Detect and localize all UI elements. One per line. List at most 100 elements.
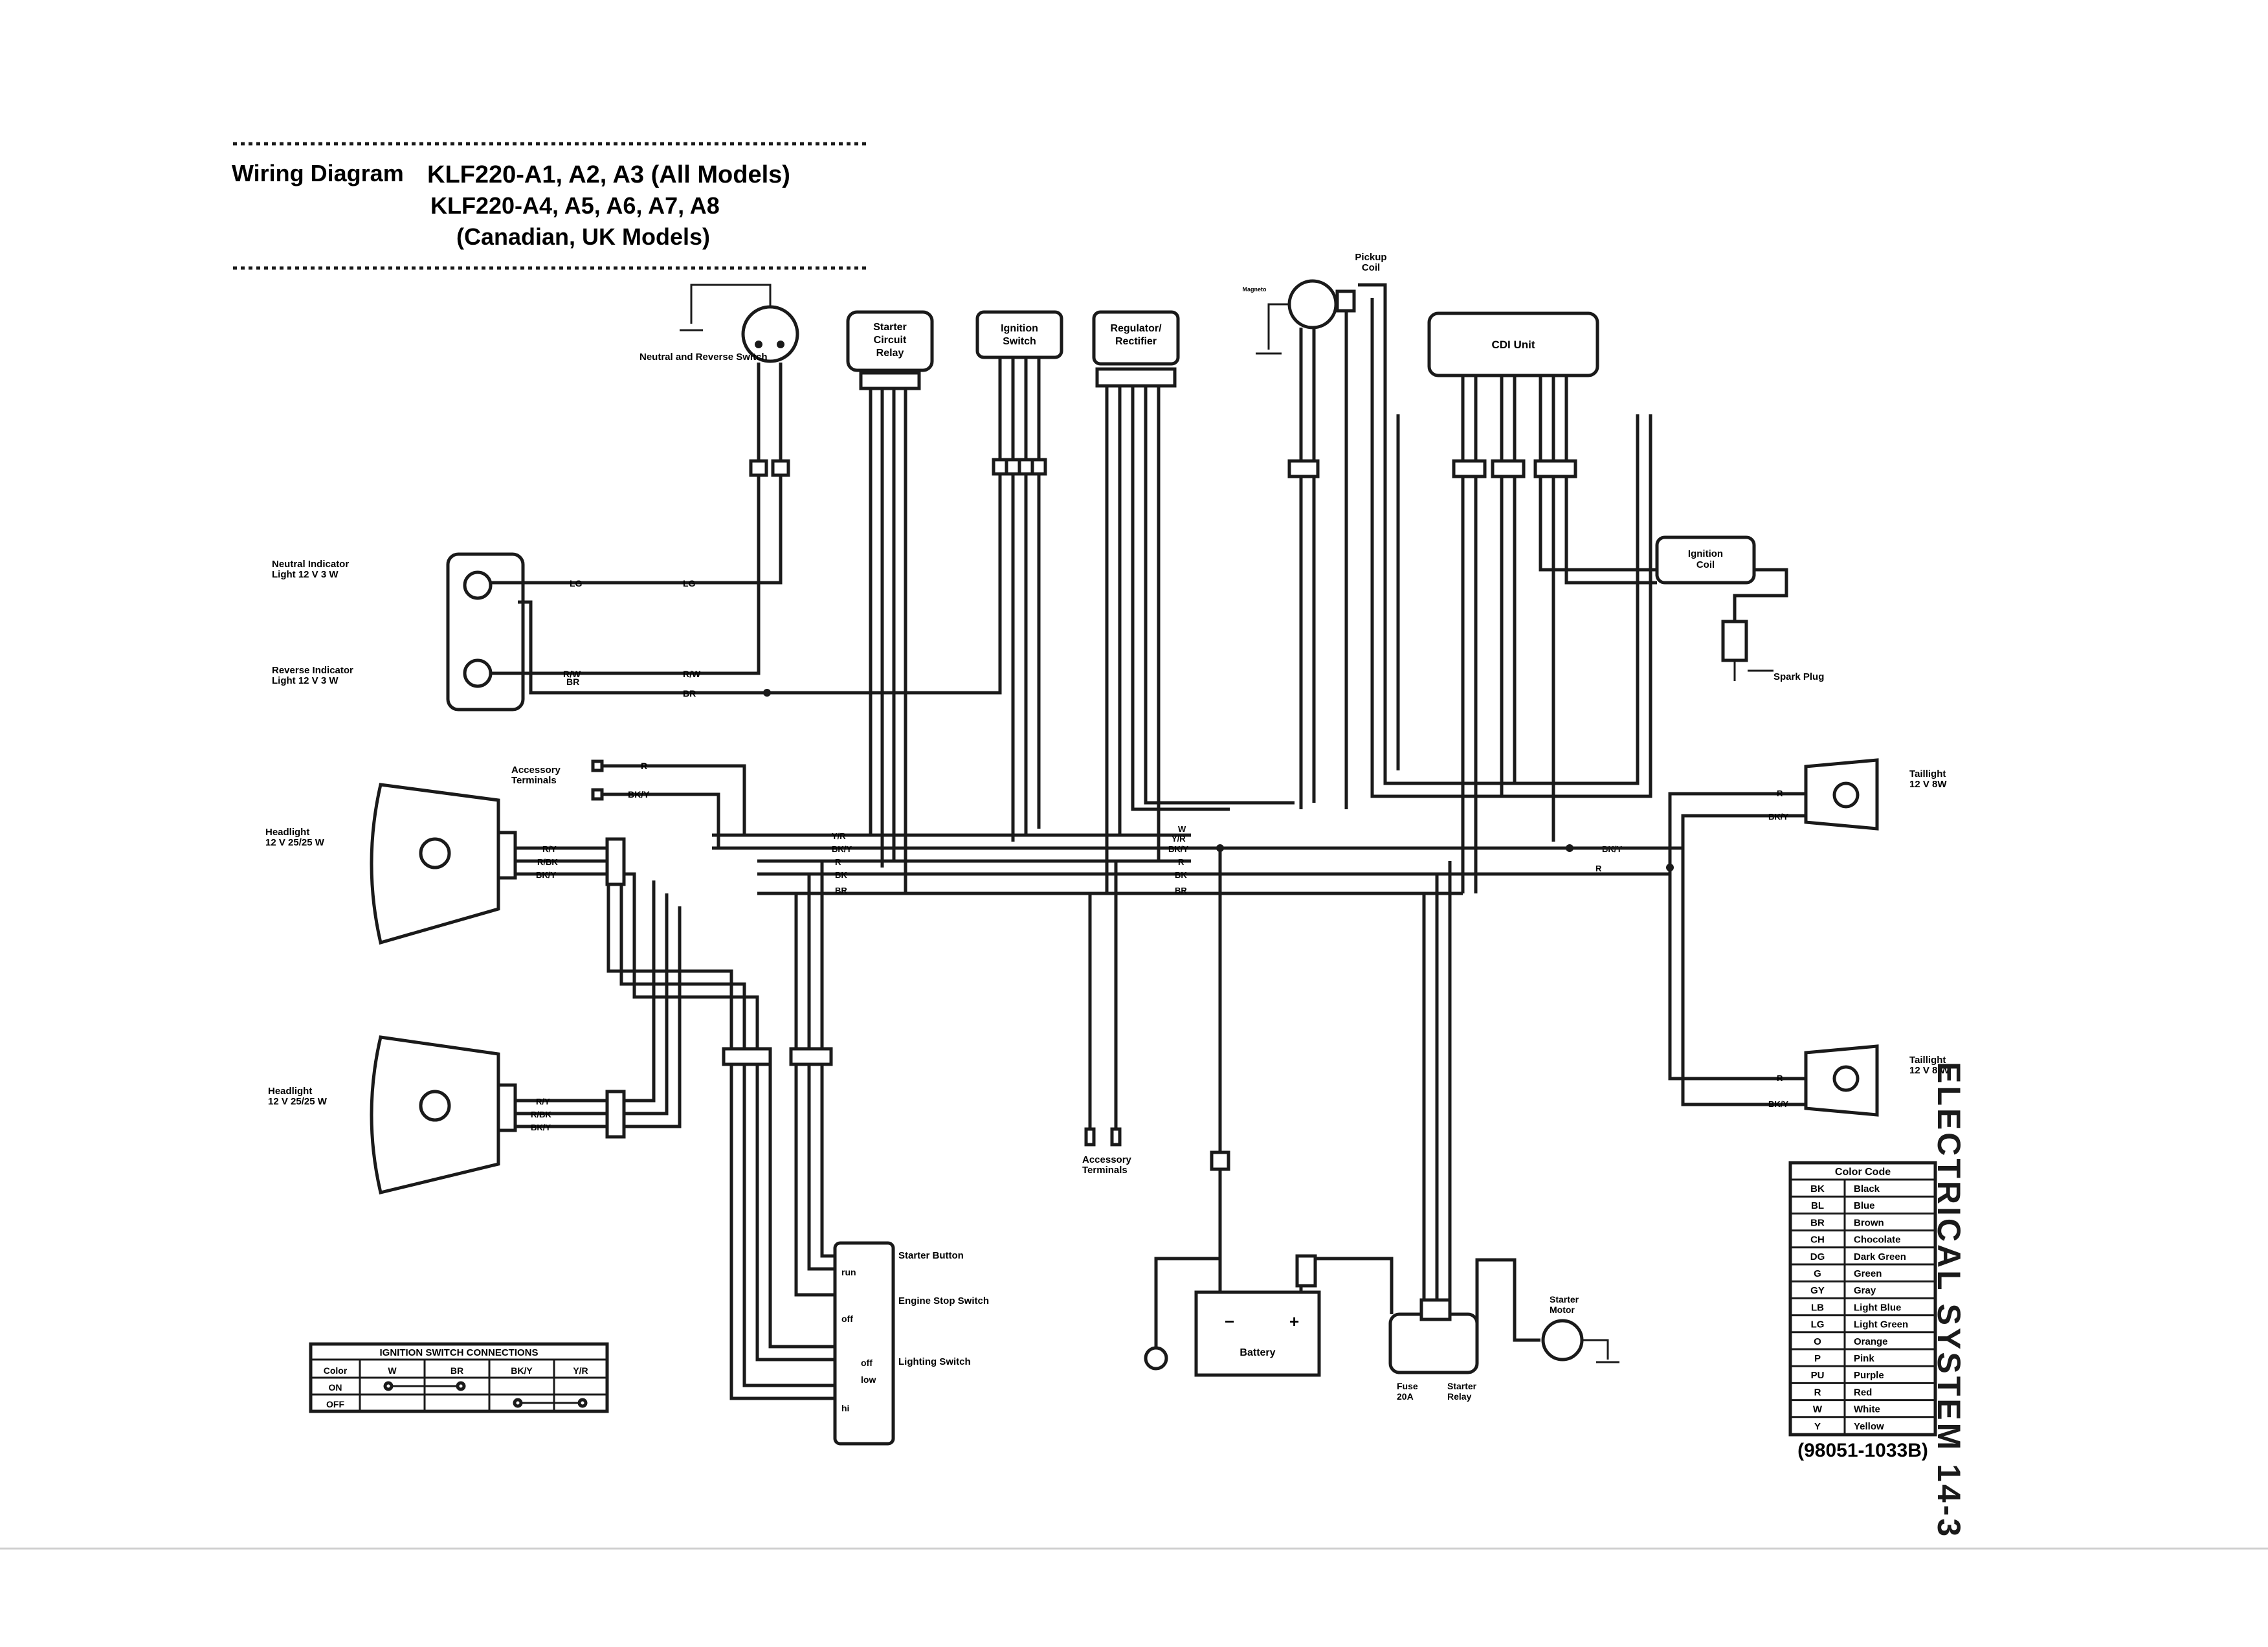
neutral-indicator-label-2: Light 12 V 3 W xyxy=(272,569,339,580)
reg-label-1: Regulator/ xyxy=(1110,323,1162,334)
battery-label: Battery xyxy=(1240,1347,1275,1358)
color-code-abbr: P xyxy=(1814,1353,1821,1364)
color-code-abbr: BL xyxy=(1811,1200,1824,1211)
magneto-label: Magneto xyxy=(1243,286,1267,293)
svg-text:R: R xyxy=(1777,789,1783,798)
taillight-upper-label-2: 12 V 8W xyxy=(1909,779,1947,790)
color-code-name: Light Blue xyxy=(1854,1302,1901,1313)
starter-relay-label-1: Starter xyxy=(1447,1381,1477,1391)
cdi-label: CDI Unit xyxy=(1491,339,1535,351)
svg-text:W: W xyxy=(388,1365,397,1376)
svg-text:LG: LG xyxy=(683,578,696,588)
svg-text:BK/Y: BK/Y xyxy=(1168,844,1188,854)
regulator-rectifier: Regulator/ Rectifier xyxy=(1092,310,1295,893)
spark-plug-label: Spark Plug xyxy=(1773,671,1824,682)
svg-text:R/BK: R/BK xyxy=(531,1110,551,1119)
title-line3: (Canadian, UK Models) xyxy=(456,223,710,250)
taillight-upper-label-1: Taillight xyxy=(1909,768,1946,779)
title-line1: KLF220-A1, A2, A3 (All Models) xyxy=(427,161,790,188)
svg-text:OFF: OFF xyxy=(326,1399,344,1409)
color-code-abbr: PU xyxy=(1811,1370,1825,1381)
color-code-name: Blue xyxy=(1854,1200,1875,1211)
color-code-name: Purple xyxy=(1854,1370,1884,1381)
acc-top-label-1: Accessory xyxy=(511,765,561,776)
svg-text:R/W: R/W xyxy=(563,669,581,679)
title-line2: KLF220-A4, A5, A6, A7, A8 xyxy=(430,192,720,219)
svg-text:BR: BR xyxy=(1175,886,1187,895)
starter-button-label: Starter Button xyxy=(898,1250,964,1261)
svg-text:R/Y: R/Y xyxy=(542,844,557,854)
ign-coil-label-1: Ignition xyxy=(1688,548,1723,559)
color-code-abbr: W xyxy=(1813,1404,1823,1415)
reverse-indicator-label-2: Light 12 V 3 W xyxy=(272,675,339,686)
color-code-name: Green xyxy=(1854,1268,1882,1279)
color-code-abbr: G xyxy=(1814,1268,1821,1279)
handlebar-harness: run off off low hi Starter Button Engine… xyxy=(722,861,989,1446)
color-code-abbr: DG xyxy=(1810,1251,1825,1262)
reg-label-2: Rectifier xyxy=(1115,336,1157,347)
headlight-upper-label-2: 12 V 25/25 W xyxy=(265,837,325,848)
headlight-lower-label-1: Headlight xyxy=(268,1086,312,1097)
svg-text:R/BK: R/BK xyxy=(537,857,558,867)
svg-text:BK/Y: BK/Y xyxy=(1768,812,1788,822)
color-code-name: Dark Green xyxy=(1854,1251,1906,1262)
ignition-coil: Ignition Coil Spark Plug xyxy=(1655,535,1824,682)
taillights: Taillight 12 V 8W R BK/Y Taillight 12 V … xyxy=(1592,758,1950,1117)
svg-text:Color: Color xyxy=(324,1365,348,1376)
color-code-name: Black xyxy=(1854,1183,1880,1194)
indicator-lights: Neutral Indicator Light 12 V 3 W Reverse… xyxy=(272,552,1000,711)
svg-text:R: R xyxy=(1595,864,1602,873)
svg-text:R: R xyxy=(1777,1073,1783,1083)
starter-motor-label-2: Motor xyxy=(1550,1305,1575,1315)
svg-text:BK: BK xyxy=(1175,870,1187,880)
starter-circuit-relay: Starter Circuit Relay xyxy=(846,310,934,893)
low-label: low xyxy=(861,1374,876,1385)
color-code-name: Yellow xyxy=(1854,1421,1884,1432)
hi-label: hi xyxy=(841,1403,849,1413)
color-code-title: Color Code xyxy=(1835,1167,1891,1178)
neutral-switch-label: Neutral and Reverse Switch xyxy=(639,352,768,363)
svg-text:Y/R: Y/R xyxy=(573,1365,588,1376)
magneto-pickup: Pickup Coil Magneto xyxy=(1243,252,1652,809)
fuse-label-1: Fuse xyxy=(1397,1381,1418,1391)
ignition-switch: Ignition Switch xyxy=(764,310,1063,842)
color-code-name: Pink xyxy=(1854,1353,1874,1364)
neutral-reverse-switch: Neutral and Reverse Switch xyxy=(531,284,799,675)
color-code-abbr: BK xyxy=(1810,1183,1825,1194)
headlights: Headlight 12 V 25/25 W R/Y R/BK BK/Y Hea… xyxy=(265,783,759,1195)
cdi-unit: CDI Unit xyxy=(1427,311,1657,893)
svg-text:LG: LG xyxy=(570,578,583,588)
svg-text:BK/Y: BK/Y xyxy=(531,1123,551,1132)
color-code-name: Chocolate xyxy=(1854,1235,1901,1246)
starter-relay-label-2: Relay xyxy=(1447,1391,1472,1402)
ign-table-title: IGNITION SWITCH CONNECTIONS xyxy=(380,1347,539,1358)
part-number: (98051-1033B) xyxy=(1797,1440,1928,1461)
taillight-lower-label-2: 12 V 8 W xyxy=(1909,1065,1950,1076)
starter-motor-label-1: Starter xyxy=(1550,1294,1579,1305)
off-label-1: off xyxy=(841,1314,853,1324)
ignition-table: IGNITION SWITCH CONNECTIONS Color W BR B… xyxy=(309,1342,609,1413)
engine-stop-label: Engine Stop Switch xyxy=(898,1295,989,1306)
color-code-abbr: CH xyxy=(1810,1235,1825,1246)
color-code-abbr: LB xyxy=(1811,1302,1824,1313)
acc-top-label-2: Terminals xyxy=(511,775,557,786)
scr-label-1: Starter xyxy=(873,322,907,333)
accessory-terminals-top: Accessory Terminals R BK/Y xyxy=(511,759,746,848)
ign-switch-label-2: Switch xyxy=(1003,336,1036,347)
svg-text:+: + xyxy=(1289,1312,1299,1331)
svg-text:BK/Y: BK/Y xyxy=(511,1365,533,1376)
taillight-lower-label-1: Taillight xyxy=(1909,1055,1946,1066)
color-code-abbr: O xyxy=(1814,1336,1821,1347)
reverse-indicator-label-1: Reverse Indicator xyxy=(272,665,353,676)
svg-text:BR: BR xyxy=(566,677,579,687)
color-code-abbr: LG xyxy=(1811,1319,1825,1330)
svg-text:R/W: R/W xyxy=(683,669,701,679)
headlight-upper-label-1: Headlight xyxy=(265,827,309,838)
svg-text:R: R xyxy=(641,761,647,771)
accessory-terminals-bottom: Accessory Terminals xyxy=(1082,861,1132,1176)
color-code-name: White xyxy=(1854,1404,1880,1415)
color-code-name: Red xyxy=(1854,1387,1872,1398)
headlight-lower-label-2: 12 V 25/25 W xyxy=(268,1096,328,1107)
